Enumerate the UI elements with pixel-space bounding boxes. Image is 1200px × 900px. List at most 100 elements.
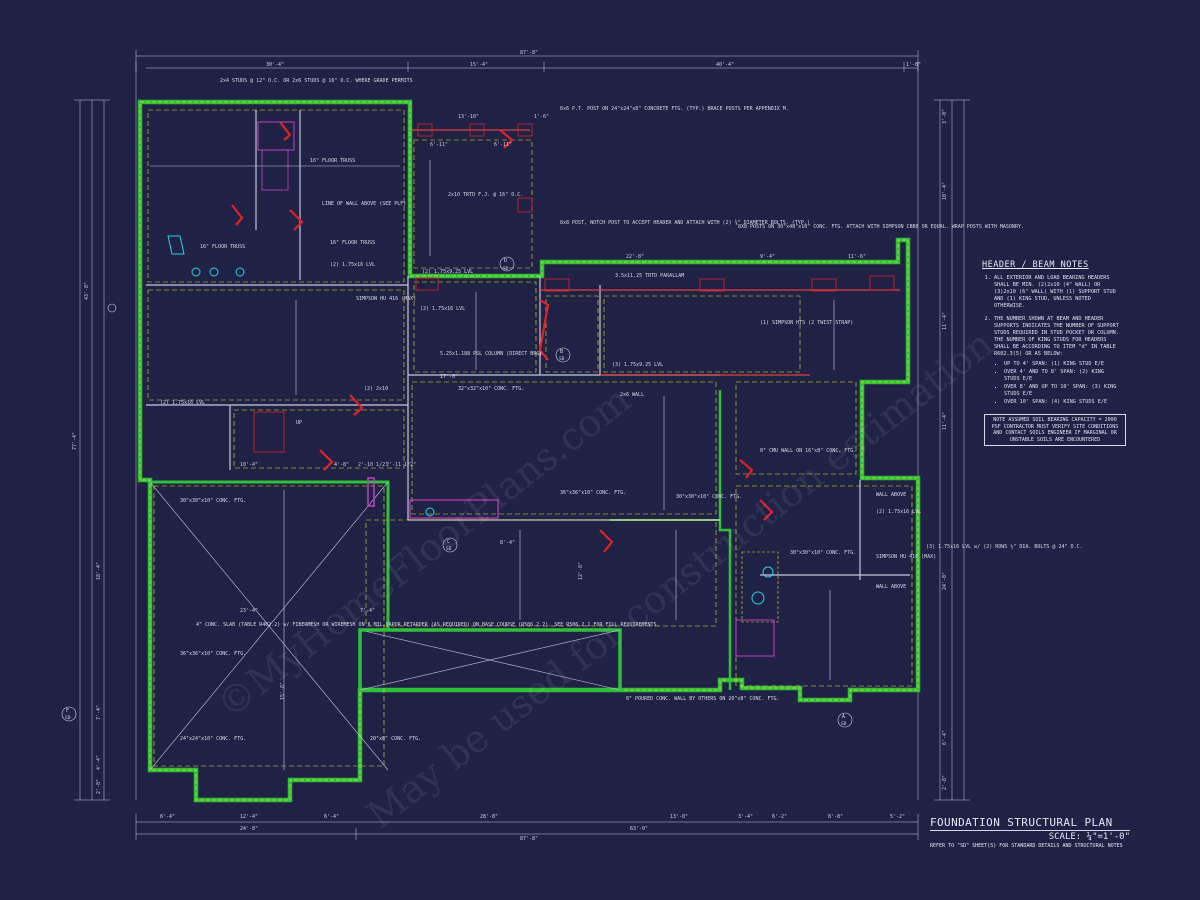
lvl-label-2: (2) 1.75x9.25 LVL xyxy=(422,269,473,275)
king-stud-item: OVER 4' AND TO 8' SPAN: (2) KING STUDS E… xyxy=(1004,369,1122,383)
parallam-label: 3.5x11.25 TRTD PARALLAM xyxy=(615,273,684,279)
header-note-2: THE NUMBER SHOWN AT BEAM AND HEADER SUPP… xyxy=(994,316,1122,406)
dim-int-2: 6'-11" xyxy=(430,142,448,148)
psl-column-label: 5.25x1.188 PSL COLUMN (DIRECT BRG) xyxy=(440,351,542,357)
title-block: FOUNDATION STRUCTURAL PLAN SCALE: ¼"=1'-… xyxy=(930,816,1130,849)
dim-bottom-seg-5: 13'-0" xyxy=(670,814,688,820)
stair-up-label: UP xyxy=(296,420,302,426)
dim-bottom-seg-1: 6'-4" xyxy=(160,814,175,820)
truss-direction-arrows xyxy=(150,160,835,770)
conc-ftg-32-label: 32"x32"x10" CONC. FTG. xyxy=(458,386,524,392)
post-8x8-note-b: 8X8 POSTS ON 30"x48"x10" CONC. FTG. ATTA… xyxy=(738,224,1024,230)
section-sd-d: SD xyxy=(503,266,509,272)
dimension-texts: 87'-8" 30'-4" 15'-4" 40'-4" 1'-8" 87'-8"… xyxy=(72,50,948,842)
dim-right-1: 3'-0" xyxy=(942,109,948,124)
post-8x8-note-a: 8x8 POST, NOTCH POST TO ACCEPT HEADER AN… xyxy=(560,220,810,226)
stud-note: 2x4 STUDS @ 12" O.C. OR 2x6 STUDS @ 16" … xyxy=(220,78,413,84)
dim-int-8: 17'-0" xyxy=(440,374,458,380)
king-stud-item: OVER 8' AND UP TO 10' SPAN: (3) KING STU… xyxy=(1004,384,1122,398)
cmu-wall-label: 8" CMU WALL ON 16"x8" CONC. FTG. xyxy=(760,448,856,454)
dim-right-7: 2'-8" xyxy=(942,775,948,790)
dim-int-9: 23'-4" xyxy=(240,608,258,614)
wall-2x6-label: 2x6 WALL xyxy=(620,392,644,398)
dim-int-16: 15'-8" xyxy=(280,682,286,700)
wall-above-label: WALL ABOVE xyxy=(876,492,906,498)
dim-right-4: 11'-4" xyxy=(942,412,948,430)
dim-int-14: 2'-11 1/2" xyxy=(386,462,416,468)
post-footings xyxy=(415,123,895,292)
dim-bottom-left: 24'-8" xyxy=(240,826,258,832)
floor-truss-label-2: 16" FLOOR TRUSS xyxy=(200,244,245,250)
dim-int-3: 6'-11" xyxy=(494,142,512,148)
dim-top-seg-1: 30'-4" xyxy=(266,62,284,68)
poured-wall-label: 8" POURED CONC. WALL BY OTHERS ON 20"x8"… xyxy=(626,696,780,702)
post-note: 6x6 P.T. POST ON 24"x24"x8" CONCRETE FTG… xyxy=(560,106,789,112)
dim-int-5: 22'-8" xyxy=(626,254,644,260)
section-sd-c: SD xyxy=(446,546,452,552)
lvl-label-1: (2) 1.75x16 LVL xyxy=(330,262,375,268)
king-stud-item: OVER 10' SPAN: (4) KING STUDS E/E xyxy=(1004,399,1122,406)
floor-truss-label-1: 16" FLOOR TRUSS xyxy=(310,158,355,164)
sheet-title: FOUNDATION STRUCTURAL PLAN xyxy=(930,816,1130,831)
dim-int-15: 12'-8" xyxy=(578,562,584,580)
dim-top-seg-4: 1'-8" xyxy=(906,62,921,68)
header-note-2-text: THE NUMBER SHOWN AT BEAM AND HEADER SUPP… xyxy=(994,316,1119,357)
floor-truss-label-3: 16" FLOOR TRUSS xyxy=(330,240,375,246)
header-beam-notes-title: HEADER / BEAM NOTES xyxy=(982,260,1089,270)
section-sd-f: SD xyxy=(65,715,71,721)
section-marker-b: B xyxy=(560,349,563,355)
lvl-label-3: (2) 1.75x16 LVL xyxy=(420,306,465,312)
soil-bearing-note: NOTE ASSUMED SOIL BEARING CAPACITY = 200… xyxy=(984,414,1126,446)
section-marker-d: D xyxy=(504,258,507,264)
section-marker-f: F xyxy=(66,708,69,714)
header-beam-notes: HEADER / BEAM NOTES ALL EXTERIOR AND LOA… xyxy=(982,260,1122,412)
interior-framing xyxy=(146,110,910,580)
dim-bottom-seg-2: 12'-4" xyxy=(240,814,258,820)
dim-bottom-seg-7: 6'-2" xyxy=(772,814,787,820)
dim-bottom-overall: 87'-8" xyxy=(520,836,538,842)
wall-above-label-2: WALL ABOVE xyxy=(876,584,906,590)
sheet-reference-note: REFER TO "SD" SHEET(S) FOR STANDARD DETA… xyxy=(930,843,1123,849)
ftg-30-c-label: 30"x30"x10" CONC. FTG. xyxy=(790,550,856,556)
header-beam-notes-list: ALL EXTERIOR AND LOAD BEARING HEADERS SH… xyxy=(982,275,1122,406)
dim-bottom-right: 63'-0" xyxy=(630,826,648,832)
dim-left-1: 43'-8" xyxy=(84,282,90,300)
plan-labels: 2x4 STUDS @ 12" O.C. OR 2x6 STUDS @ 16" … xyxy=(160,78,1083,742)
dim-int-12: 4'-8" xyxy=(334,462,349,468)
dim-bottom-seg-4: 28'-8" xyxy=(480,814,498,820)
ftg-30-a-label: 30"x30"x10" CONC. FTG. xyxy=(180,498,246,504)
beam-lines xyxy=(147,109,913,767)
dim-int-11: 10'-4" xyxy=(240,462,258,468)
ftg-30-b-label: 30"x30"x10" CONC. FTG. xyxy=(676,494,742,500)
dim-bottom-seg-3: 6'-4" xyxy=(324,814,339,820)
header-note-1: ALL EXTERIOR AND LOAD BEARING HEADERS SH… xyxy=(994,275,1122,310)
ftg-24-label: 24"x24"x10" CONC. FTG. xyxy=(180,736,246,742)
section-sd-b: SD xyxy=(559,356,565,362)
dim-right-6: 6'-4" xyxy=(942,730,948,745)
dim-top-overall: 87'-8" xyxy=(520,50,538,56)
header-2x10-label: (2) 2x10 xyxy=(364,386,388,392)
dim-right-5: 24'-0" xyxy=(942,572,948,590)
lvl-bolts-label: (3) 1.75x16 LVL w/ (2) ROWS ½" DIA. BOLT… xyxy=(926,543,1083,550)
dim-bottom-seg-9: 5'-2" xyxy=(890,814,905,820)
dim-top-seg-3: 40'-4" xyxy=(716,62,734,68)
lvl-label-5: (2) 1.75x16 LVL xyxy=(160,400,205,406)
sheet-scale: SCALE: ¼"=1'-0" xyxy=(1048,832,1130,842)
simpson-hu-label: SIMPSON HU 416 (MAX) xyxy=(356,296,416,302)
dim-int-17: 8'-4" xyxy=(500,540,515,546)
section-marker-a: A xyxy=(842,714,845,720)
ftg-20-label: 20"x8" CONC. FTG. xyxy=(370,736,421,742)
lvl-label-6: (2) 1.75x16 LVL xyxy=(876,509,921,515)
line-of-wall-label: LINE OF WALL ABOVE (SEE PLF) xyxy=(322,201,406,207)
trtd-fj-label: 2x10 TRTD F.J. @ 16" O.C. xyxy=(448,192,523,198)
slab-note: 4" CONC. SLAB (TABLE R402.2) w/ FIBERMES… xyxy=(196,622,660,628)
king-stud-item: UP TO 4' SPAN: (1) KING STUD E/E xyxy=(1004,361,1122,368)
plumbing-features xyxy=(167,121,779,657)
simpson-hts-label: (1) SIMPSON HTS (2 TWIST STRAP) xyxy=(760,320,853,326)
ftg-36-label: 36"x36"x10" CONC. FTG. xyxy=(560,490,626,496)
dim-left-3: 18'-4" xyxy=(96,562,102,580)
dim-int-13: 2'-10 1/2" xyxy=(358,462,388,468)
lvl-label-4: (3) 1.75x9.25 LVL xyxy=(612,362,663,368)
foundation-walls xyxy=(137,99,921,803)
